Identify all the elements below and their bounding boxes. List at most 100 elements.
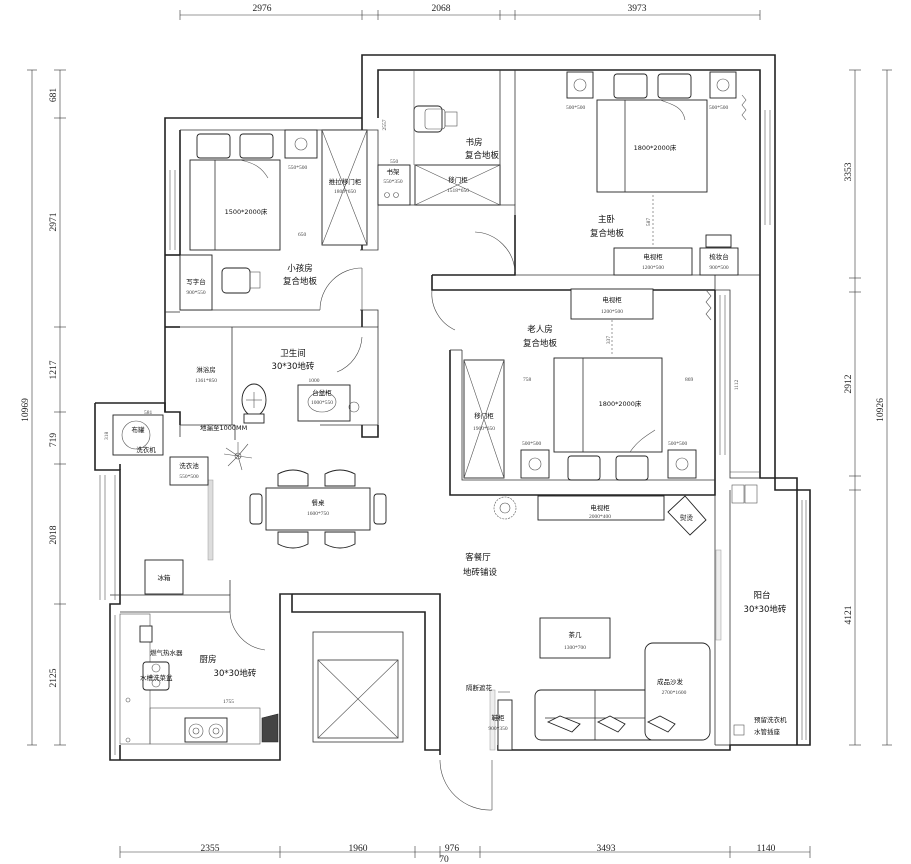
living-room-name: 客餐厅 <box>465 552 491 563</box>
elder-tv-label: 电视柜 <box>602 295 622 304</box>
elder-room-name: 老人房 <box>527 324 553 335</box>
coffee-table-size: 1300*700 <box>564 645 586 651</box>
kids-nightstand: 550*500 <box>288 165 308 171</box>
bathroom: 淋浴房 1361*850 台盆柜 1000*550 1000 卫生间 30*30… <box>195 327 360 432</box>
master-tv-size: 1200*500 <box>642 265 664 271</box>
dim-left-1: 681 <box>49 88 59 103</box>
kitchen-room-floor: 30*30地砖 <box>214 668 257 679</box>
master-bed-label: 1800*2000床 <box>634 143 677 152</box>
dim-587: 587 <box>646 218 652 227</box>
balcony-room-name: 阳台 <box>753 590 770 601</box>
dim-left-total: 10969 <box>21 398 31 422</box>
laundry: 布罐 洗衣机 581 318 洗衣池 550*500 <box>104 410 209 486</box>
windows <box>99 110 807 755</box>
dresser: 梳妆台 900*500 <box>699 234 739 276</box>
drain-label: 地漏至1000MM <box>200 423 247 432</box>
elder-room: 电视柜 1200*500 337 老人房 复合地板 1800*2000床 500… <box>463 288 740 481</box>
dim-1755: 1755 <box>223 699 234 705</box>
dim-318: 318 <box>104 432 110 441</box>
study-room-floor: 复合地板 <box>465 150 500 161</box>
elder-tv-size: 1200*500 <box>601 309 623 315</box>
dim-2557: 2557 <box>382 119 388 130</box>
living-room: 电视柜 2000*400 熨烫 客餐厅 地砖铺设 茶几 1300*700 成品沙… <box>463 495 711 751</box>
kitchen-room-name: 厨房 <box>199 654 216 665</box>
dim-337: 337 <box>606 336 612 345</box>
shoe-cabinet-label: 鞋柜 <box>492 713 506 722</box>
bath-room-name: 卫生间 <box>280 348 306 359</box>
kids-wardrobe-size: 1800*650 <box>334 189 356 195</box>
reserved-label-2: 水管插座 <box>754 727 781 736</box>
bath-room-floor: 30*30地砖 <box>272 361 315 372</box>
dining-size: 1600*750 <box>307 511 329 517</box>
desk-label: 写字台 <box>186 277 206 286</box>
master-room-name: 主卧 <box>598 214 616 225</box>
dim-left-3: 1217 <box>49 360 59 379</box>
dresser-size: 900*500 <box>709 265 729 271</box>
coffee-table-label: 茶几 <box>569 630 583 639</box>
laundry-sink-size: 550*500 <box>179 474 199 480</box>
dim-left-2: 2971 <box>49 212 59 231</box>
laundry-sink-label: 洗衣池 <box>179 461 199 470</box>
living-room-floor: 地砖铺设 <box>463 567 498 578</box>
dim-bottom-4: 3493 <box>597 844 616 854</box>
dim-right-2: 2912 <box>844 374 854 393</box>
dim-top-3: 3973 <box>628 4 647 14</box>
washer-label-1: 布罐 <box>132 425 146 434</box>
sofa-label: 成品沙发 <box>657 677 684 686</box>
dim-869: 869 <box>685 377 694 383</box>
dim-bottom-6: 70 <box>439 855 449 864</box>
shower-size: 1361*850 <box>195 378 217 384</box>
dim-650: 650 <box>298 232 307 238</box>
elder-room-floor: 复合地板 <box>523 338 558 349</box>
screen-label: 隔断遮花 <box>466 683 493 692</box>
elder-nightstand-right: 500*500 <box>668 441 688 447</box>
fridge: 冰箱 <box>144 559 184 595</box>
kitchen: 燃气热水器 水槽洗菜盆 1755 厨房 30*30地砖 <box>119 613 279 745</box>
plant-icon <box>223 442 517 520</box>
dim-bottom-5: 1140 <box>757 844 776 854</box>
dim-left-6: 2125 <box>49 668 59 687</box>
doors <box>229 231 760 811</box>
shower-label: 淋浴房 <box>196 365 216 374</box>
kids-room-name: 小孩房 <box>287 263 313 274</box>
dimension-lines <box>27 10 892 858</box>
master-nightstand-left: 500*500 <box>566 105 586 111</box>
kids-room-floor: 复合地板 <box>283 276 318 287</box>
dim-bottom-3: 976 <box>445 844 460 854</box>
dining-label: 餐桌 <box>312 498 326 507</box>
dim-left-5: 2018 <box>49 525 59 544</box>
living-tv-label: 电视柜 <box>590 503 610 512</box>
dim-bottom-1: 2355 <box>201 844 220 854</box>
dresser-label: 梳妆台 <box>709 252 729 261</box>
fridge-label: 冰箱 <box>158 573 172 582</box>
dim-right-total: 10926 <box>876 398 886 422</box>
kids-bed-label: 1500*2000床 <box>225 207 268 216</box>
dining-table: 餐桌 1600*750 <box>249 469 387 549</box>
sink-label: 水槽洗菜盆 <box>140 673 173 682</box>
dim-top-1: 2976 <box>253 4 272 14</box>
elder-bed-label: 1800*2000床 <box>599 399 642 408</box>
dim-581: 581 <box>144 410 153 416</box>
balcony-room-floor: 30*30地砖 <box>744 604 787 615</box>
ironing-label: 熨烫 <box>680 513 694 522</box>
shoe-cabinet-size: 900*350 <box>488 726 508 732</box>
master-bed: 1800*2000床 500*500 500*500 <box>566 71 747 193</box>
master-tv-cabinet: 电视柜 1200*500 <box>613 247 693 276</box>
basin-size: 1000*550 <box>311 400 333 406</box>
elder-nightstand-left: 500*500 <box>522 441 542 447</box>
master-tv-label: 电视柜 <box>643 252 663 261</box>
dim-bottom-2: 1960 <box>349 844 368 854</box>
washer-label-2: 洗衣机 <box>136 445 156 454</box>
basin-label: 台盆柜 <box>312 388 332 397</box>
study-room: 书房 复合地板 书架 550*350 移门柜 1518*650 2557 550 <box>377 70 501 206</box>
kids-wardrobe-label: 推拉移门柜 <box>329 177 362 186</box>
elder-wardrobe-size: 1900*650 <box>473 426 495 432</box>
desk-size: 900*550 <box>186 290 206 296</box>
balcony: 阳台 30*30地砖 预留洗衣机 水管插座 <box>733 590 787 736</box>
sofa-size: 2700*1600 <box>662 690 687 696</box>
bookcase-label: 书架 <box>387 167 401 176</box>
elder-wardrobe-label: 移门柜 <box>474 411 494 420</box>
heater-label: 燃气热水器 <box>150 648 183 657</box>
dim-right-3: 4121 <box>844 605 854 624</box>
